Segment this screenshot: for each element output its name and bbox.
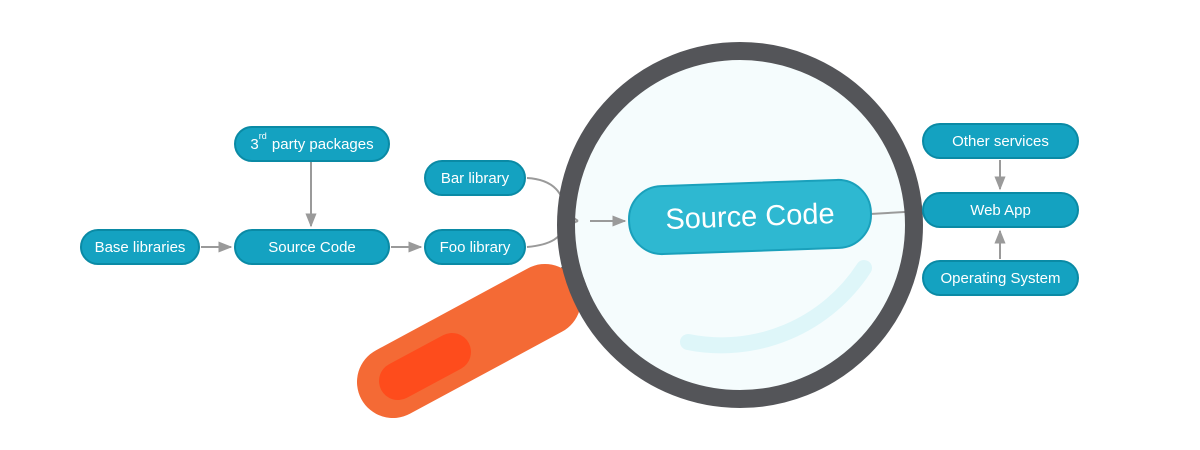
node-label: Source Code [268,238,356,256]
node-label: 3rd party packages [250,131,374,153]
label-superscript: rd [258,131,267,141]
node-foo-library: Foo library [424,229,526,265]
node-label: Bar library [440,169,510,187]
node-other-services: Other services [922,123,1079,159]
magnified-label: Source Code [664,197,836,236]
node-label: Web App [970,201,1031,219]
node-label: Base libraries [94,238,186,256]
magnifying-glass-icon [557,42,923,408]
node-base-libraries: Base libraries [80,229,200,265]
node-label: Other services [952,132,1049,150]
magnified-source-code-node: Source Code [626,177,874,257]
lens-highlight [680,260,872,354]
node-label: Operating System [940,269,1061,287]
node-operating-system: Operating System [922,260,1079,296]
magnifier-handle [357,261,596,418]
node-label: Foo library [439,238,511,256]
label-number: 3 [250,136,259,153]
node-bar-library: Bar library [424,160,526,196]
node-web-app: Web App [922,192,1079,228]
node-third-party-packages: 3rd party packages [234,126,390,162]
label-rest: party packages [267,136,374,153]
node-source-code: Source Code [234,229,390,265]
